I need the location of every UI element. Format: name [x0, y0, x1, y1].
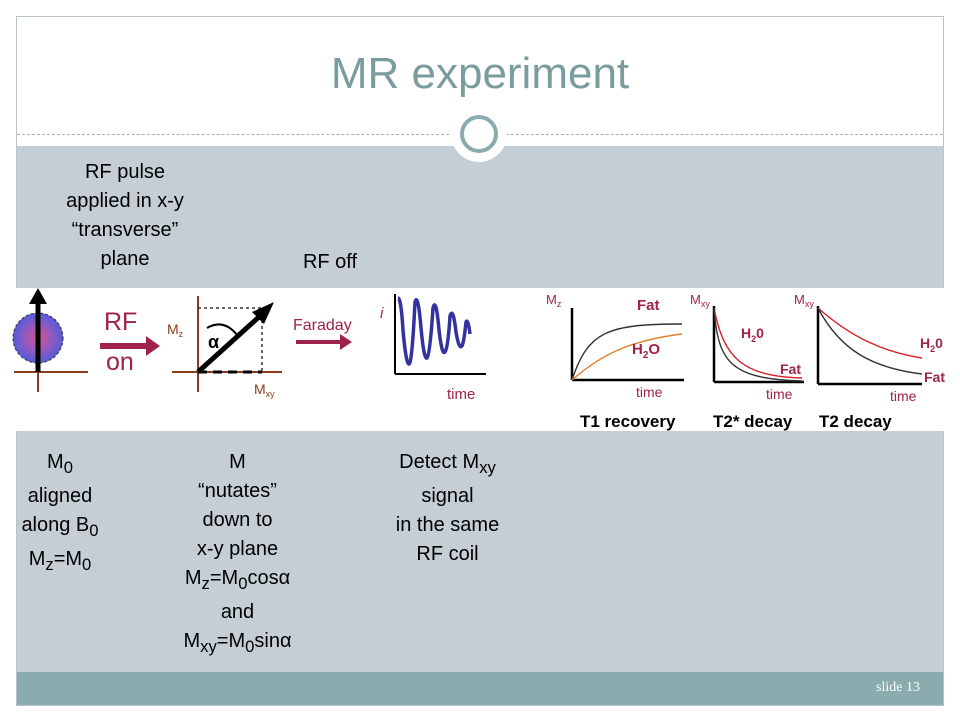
mz-axis-label: Mz	[167, 321, 184, 339]
alpha-arc	[206, 323, 239, 337]
faraday-arrow: Faraday	[293, 317, 352, 350]
t1-fat-label: Fat	[637, 297, 660, 314]
t1-caption: T1 recovery	[580, 412, 676, 431]
time-axis-label: time	[447, 386, 475, 403]
slide-title: MR experiment	[330, 49, 630, 98]
t2-fat-label: Fat	[924, 369, 945, 385]
diagram-band: RF on α Mz Mxy Faraday	[0, 288, 960, 431]
t2-time-label: time	[890, 388, 917, 404]
t2star-water-label: H20	[741, 325, 764, 344]
t2star-decay-chart: Mxy H20 Fat time T2* decay	[690, 292, 804, 431]
rf-pulse-label: RF pulse applied in x-y “transverse” pla…	[66, 161, 184, 270]
t2-water-label: H20	[920, 335, 943, 354]
nutation-description: M “nutates” down to x-y plane Mz=M0cosα …	[183, 451, 292, 656]
on-label: on	[106, 348, 134, 376]
rf-off-label: RF off	[302, 251, 358, 273]
t2star-fat-curve	[713, 307, 803, 382]
spin-panel	[12, 288, 88, 392]
fid-signal-panel: i time	[380, 294, 486, 403]
faraday-label: Faraday	[293, 317, 352, 334]
circle-ornament-icon	[451, 106, 507, 162]
t1-water-label: H2O	[632, 341, 660, 361]
t2-caption: T2 decay	[819, 412, 892, 431]
t1-water-curve	[571, 333, 683, 381]
t2star-y-label: Mxy	[690, 292, 710, 309]
t2star-time-label: time	[766, 386, 793, 402]
t1-y-label: Mz	[546, 292, 562, 309]
t2star-water-curve	[713, 307, 803, 379]
t2star-caption: T2* decay	[713, 412, 793, 431]
t2-decay-chart: Mxy H20 Fat time T2 decay	[794, 292, 945, 431]
detect-signal-description: Detect Mxy signal in the same RF coil	[395, 451, 500, 565]
mr-diagram: RF on α Mz Mxy Faraday	[12, 288, 945, 431]
footer-bar	[17, 672, 943, 705]
aligned-spin-description: M0 aligned along B0 Mz=M0	[21, 451, 99, 574]
m-vector-arrow	[196, 314, 262, 374]
rf-label: RF	[104, 308, 137, 336]
t1-recovery-chart: Mz Fat H2O time T1 recovery	[546, 292, 684, 431]
t2-water-curve	[817, 307, 923, 359]
t2-y-label: Mxy	[794, 292, 814, 309]
slide-number: slide 13	[876, 680, 920, 695]
rf-on-arrow: RF on	[100, 308, 160, 376]
mxy-axis-label: Mxy	[254, 381, 275, 399]
t2star-fat-label: Fat	[780, 361, 801, 377]
t1-fat-curve	[571, 323, 683, 381]
fid-waveform	[397, 296, 472, 366]
nutation-panel: α Mz Mxy	[167, 296, 282, 399]
t1-time-label: time	[636, 384, 663, 400]
alpha-symbol: α	[208, 332, 219, 352]
current-axis-label: i	[380, 305, 384, 322]
t2-fat-curve	[817, 307, 923, 375]
